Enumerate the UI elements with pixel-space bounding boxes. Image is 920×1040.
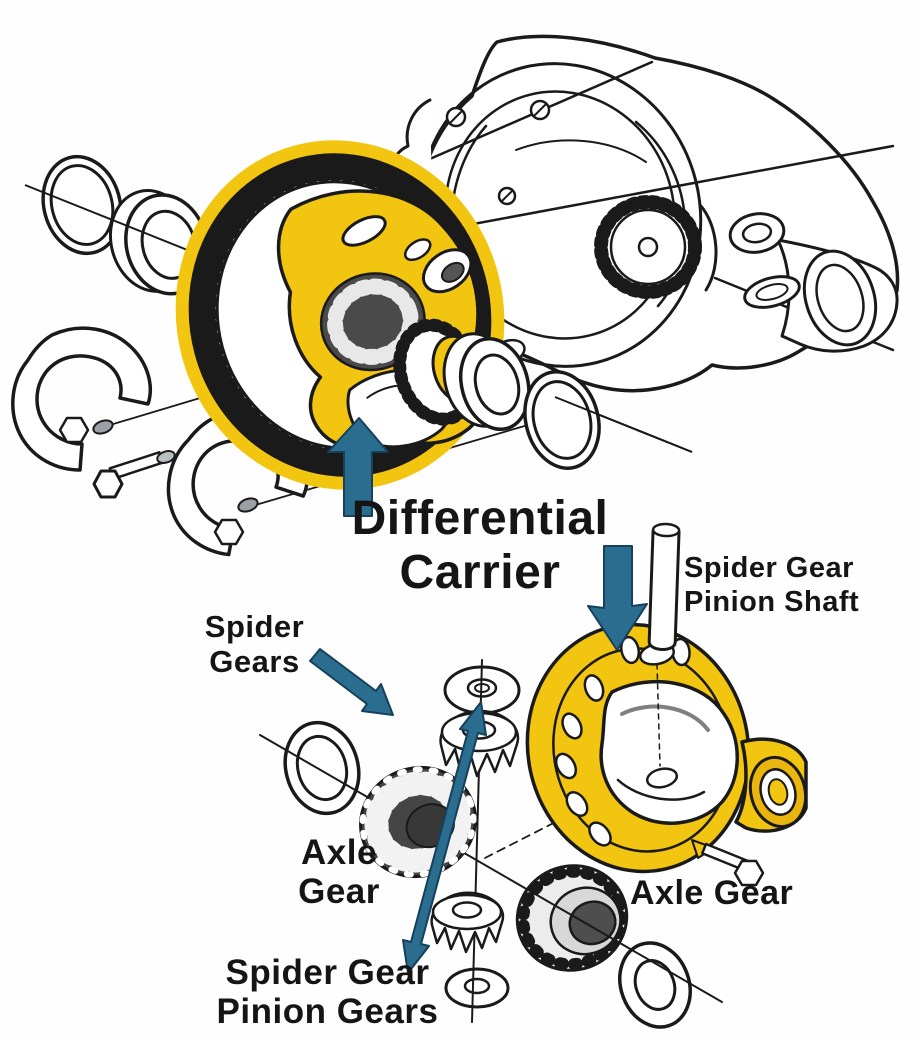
lock-bolt-icon bbox=[691, 839, 765, 887]
axis-line-bottom bbox=[259, 734, 723, 1003]
bearing-shim-rings-right bbox=[442, 332, 601, 470]
spider-gear-pinion-shaft-label: Spider Gear Pinion Shaft bbox=[684, 552, 860, 619]
carrier-flange-holes bbox=[554, 635, 691, 847]
axle-gear-right-label: Axle Gear bbox=[630, 874, 794, 912]
differential-carrier-label: Differential Carrier bbox=[351, 492, 609, 599]
spider-gear-pinion-gears-label: Spider Gear Pinion Gears bbox=[216, 953, 439, 1032]
callout-arrows bbox=[309, 417, 648, 974]
arrow-spider-gear-pinion-gears bbox=[402, 701, 487, 974]
bearing-shim-rings-left bbox=[41, 154, 210, 296]
axis-line-main-over bbox=[554, 396, 693, 453]
spider-gears-label: Spider Gears bbox=[204, 609, 305, 679]
pinion-shaft-drawing bbox=[647, 522, 681, 651]
empty-carrier-drawing bbox=[484, 522, 808, 887]
carrier-bolt-icon bbox=[92, 450, 176, 499]
arrow-differential-carrier bbox=[327, 417, 389, 517]
axle-gear-right-drawing bbox=[515, 864, 629, 972]
axle-housing-drawing bbox=[389, 34, 900, 393]
axle-gear-left-label: Axle Gear bbox=[298, 833, 380, 912]
housing-screw-icons bbox=[445, 99, 551, 206]
arrow-spider-gears bbox=[309, 648, 394, 716]
spider-gear-bottom-drawing bbox=[430, 891, 505, 954]
bearing-caps-drawing bbox=[11, 326, 316, 564]
arrow-pinion-shaft bbox=[587, 545, 648, 651]
